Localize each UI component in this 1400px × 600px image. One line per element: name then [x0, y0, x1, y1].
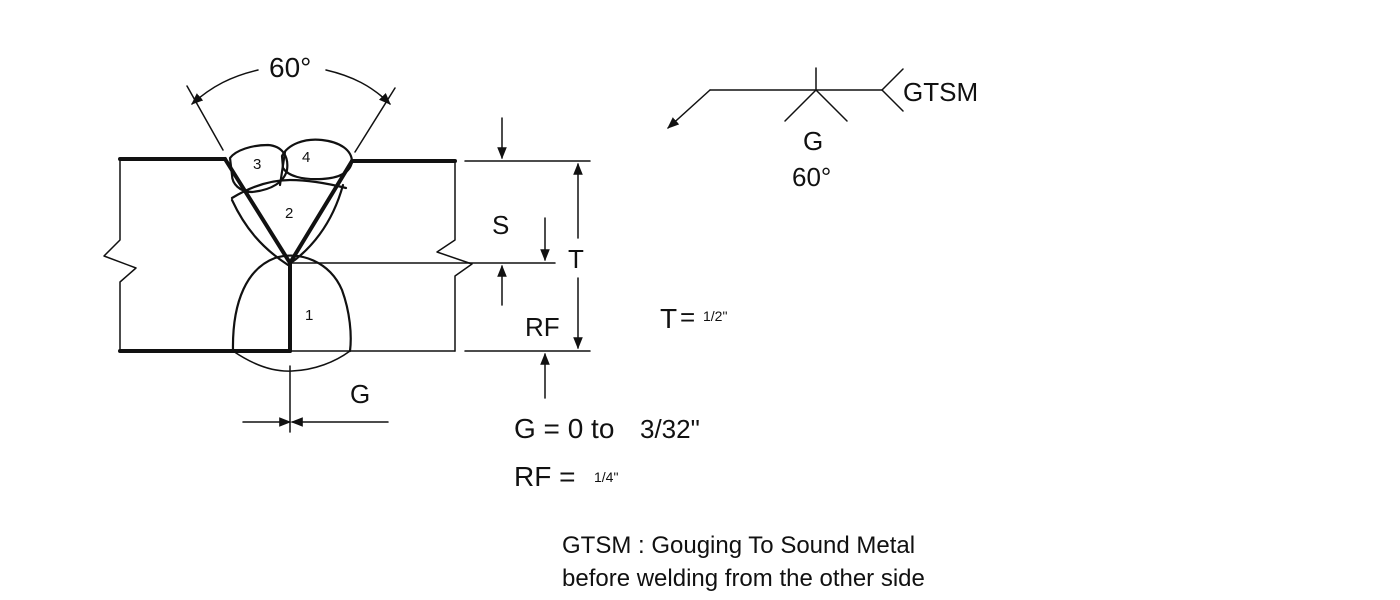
weld-pass-4 [278, 138, 354, 187]
svg-text:1/4": 1/4" [594, 469, 618, 485]
weld-pass-2 [230, 178, 348, 267]
pass-label-4: 4 [302, 149, 310, 166]
weld-groove [223, 157, 354, 353]
svg-text:=: = [680, 302, 695, 332]
spec-root-opening: G = 0 to 3/32" [514, 413, 700, 444]
svg-text:G = 0 to: G = 0 to [514, 413, 614, 444]
dim-t-label: T [568, 244, 584, 274]
note-line-2: before welding from the other side [562, 565, 925, 592]
spec-root-face: RF = 1/4" [514, 461, 618, 492]
groove-angle-label: 60° [269, 52, 311, 83]
thickness-dimensions [464, 117, 591, 399]
root-opening-dimension [242, 365, 389, 433]
weld-pass-3 [228, 143, 289, 194]
svg-text:RF =: RF = [514, 461, 575, 492]
spec-thickness: T = 1/2" [660, 302, 727, 334]
weld-pass-1 [231, 254, 352, 372]
dim-rf-label: RF [525, 312, 560, 342]
welding-symbol [667, 67, 904, 129]
pass-label-2: 2 [285, 205, 293, 222]
groove-angle-dimension [186, 69, 396, 153]
svg-text:1/2": 1/2" [703, 308, 727, 324]
svg-text:T: T [660, 303, 677, 334]
pass-label-3: 3 [253, 156, 261, 173]
root-opening-label: G [350, 379, 370, 409]
note-line-1: GTSM : Gouging To Sound Metal [562, 532, 915, 559]
symbol-g-label: G [803, 126, 823, 156]
symbol-tail-text: GTSM [903, 77, 978, 107]
dim-s-label: S [492, 210, 509, 240]
symbol-angle-label: 60° [792, 162, 831, 192]
pass-label-1: 1 [305, 307, 313, 324]
svg-text:3/32": 3/32" [640, 414, 700, 444]
